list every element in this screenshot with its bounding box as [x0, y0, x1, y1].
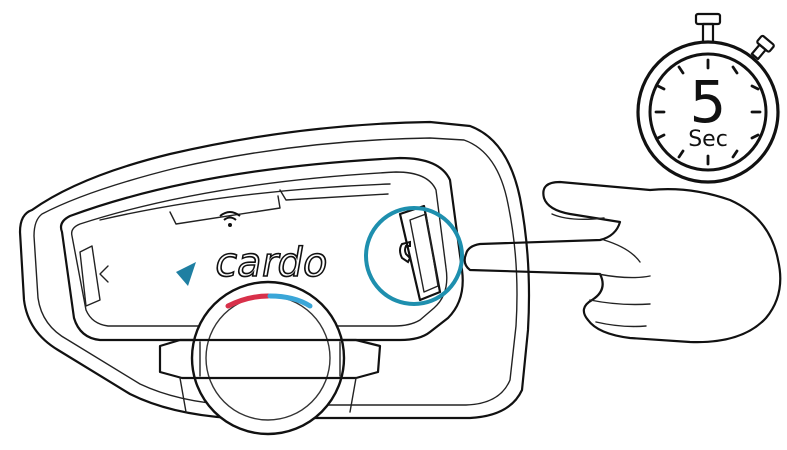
phone-icon	[399, 240, 412, 264]
cardo-logo: cardo	[176, 238, 333, 287]
timer-unit: Sec	[688, 127, 728, 152]
phone-button[interactable]	[398, 204, 442, 302]
chevron-left-icon	[99, 265, 109, 283]
stopwatch-icon: 5 Sec	[636, 12, 780, 184]
wifi-icon	[219, 211, 241, 227]
pointing-hand-icon	[463, 180, 782, 344]
phone-button-highlight	[364, 206, 464, 306]
brand-name: cardo	[212, 239, 332, 286]
timer-value: 5	[690, 68, 727, 136]
led-blue	[267, 293, 313, 309]
jog-dial[interactable]	[190, 280, 346, 436]
back-button[interactable]	[79, 245, 109, 307]
led-red	[225, 293, 271, 309]
intercom-device: cardo	[18, 120, 531, 436]
